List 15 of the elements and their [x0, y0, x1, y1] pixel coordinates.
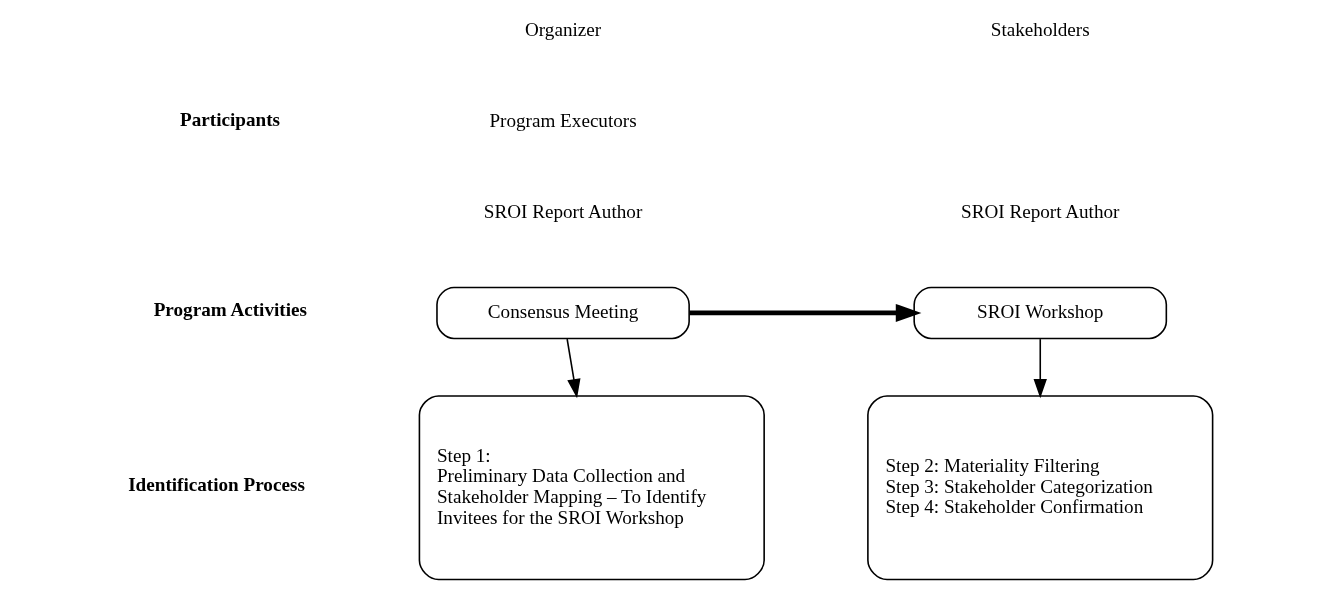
node-box: SROI Workshop [913, 286, 1168, 340]
label: SROI Report Author [961, 201, 1120, 223]
label: Stakeholders [990, 19, 1090, 41]
node-box: Step 1: Preliminary Data Collection and Stakeholder Mapping – To Identify Invitees for the SROI Workshop [418, 395, 765, 581]
label: Participants [180, 108, 280, 130]
label: SROI Report Author [483, 201, 643, 223]
node-box: Consensus Meeting [436, 286, 690, 340]
label: Organizer [524, 19, 602, 41]
label: Program Executors [489, 110, 637, 132]
arrow [1033, 338, 1047, 399]
label: Program Activities [153, 299, 307, 321]
label: Identification Process [128, 474, 305, 496]
node-box: Step 2: Materiality Filtering Step 3: Stakeholder Categorization Step 4: Stakeholder Confirmation [867, 395, 1214, 581]
arrow [566, 338, 581, 399]
arrow [689, 304, 922, 322]
